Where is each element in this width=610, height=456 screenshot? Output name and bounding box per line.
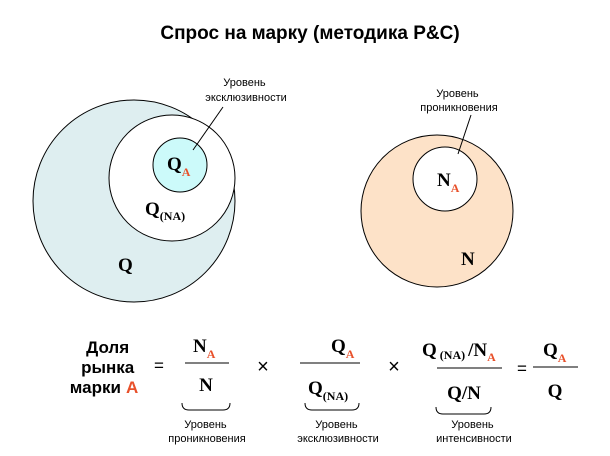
equals-sign-1: = xyxy=(154,356,164,375)
times-sign-1: × xyxy=(257,356,269,378)
f2-numerator: QA xyxy=(331,336,355,361)
label-q-na: Q(NA) xyxy=(145,199,185,223)
label-n: N xyxy=(461,249,475,270)
label-exclusivity: Уровень эксклюзивности xyxy=(297,419,379,445)
label-q: Q xyxy=(118,255,133,276)
times-sign-2: × xyxy=(388,356,400,378)
page-title: Спрос на марку (методика P&C) xyxy=(160,23,459,44)
equals-sign-2: = xyxy=(517,359,527,378)
exclusivity-diagram: Уровень эксклюзивности QA Q(NA) Q xyxy=(32,77,287,303)
f4-denominator: Q xyxy=(548,381,563,402)
f4-numerator: QA xyxy=(543,340,567,365)
callout-line-exclusivity xyxy=(192,106,224,151)
bracket-intensity xyxy=(435,406,492,415)
callout-penetration: Уровень проникновения xyxy=(420,88,497,114)
f2-denominator: Q(NA) xyxy=(308,378,348,403)
bracket-exclusivity xyxy=(304,402,360,411)
label-n-a: NA xyxy=(437,170,460,195)
f1-numerator: NA xyxy=(193,336,216,361)
penetration-diagram: Уровень проникновения NA N xyxy=(360,88,514,288)
f3-numerator: Q(NA)/NA xyxy=(422,340,496,364)
callout-line-penetration xyxy=(457,114,472,155)
label-penetration: Уровень проникновения xyxy=(168,419,245,445)
circle-n-a xyxy=(412,146,478,212)
bracket-penetration xyxy=(181,402,231,411)
label-q-a: QA xyxy=(167,154,191,179)
f3-denominator: Q/N xyxy=(447,383,481,404)
label-intensity: Уровень интенсивности xyxy=(436,419,512,445)
f1-denominator: N xyxy=(199,375,213,396)
circle-q-a xyxy=(152,137,208,193)
callout-exclusivity: Уровень эксклюзивности xyxy=(205,77,287,104)
